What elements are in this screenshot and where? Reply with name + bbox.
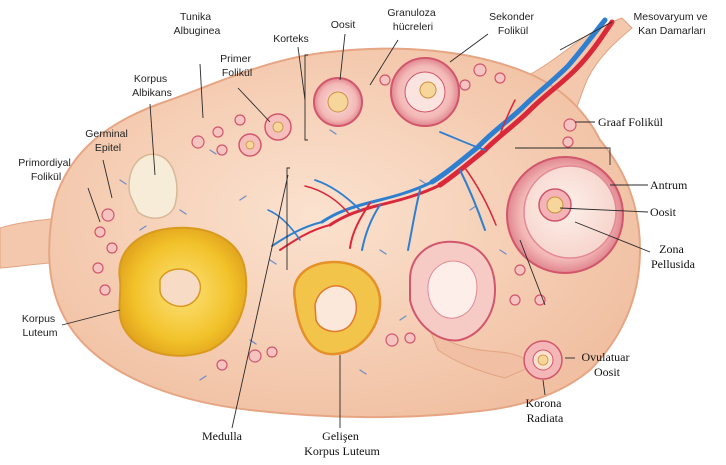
graafian-follicle: [507, 157, 623, 273]
label-primer-folikul: Primer Folikül: [220, 53, 254, 79]
label-granuloza: Granuloza hücreleri: [387, 7, 438, 33]
label-korpus-luteum: Korpus Luteum: [22, 313, 58, 339]
label-oosit-right: Oosit: [650, 205, 677, 219]
corpus-luteum: [119, 228, 246, 356]
label-korona-radiata: Korona Radiata: [526, 396, 565, 425]
label-zona-pellusida: Zona Pellusida: [651, 242, 696, 271]
label-medulla: Medulla: [202, 429, 243, 443]
ovulated-oocyte: [524, 341, 562, 379]
label-oosit-top: Oosit: [331, 19, 356, 31]
label-mesovaryum: Mesovaryum ve Kan Damarları: [633, 11, 710, 37]
label-graaf-folikul: Graaf Folikül: [598, 115, 664, 129]
label-korpus-albikans: Korpus Albikans: [132, 73, 172, 99]
secondary-follicle: [391, 58, 459, 126]
label-sekonder-folikul: Sekonder Folikül: [489, 11, 537, 37]
label-gelisen-korpus-luteum: Gelişen Korpus Luteum: [304, 429, 380, 458]
ruptured-follicle: [410, 242, 495, 341]
label-antrum: Antrum: [650, 178, 688, 192]
corpus-albicans: [129, 154, 177, 218]
label-tunika-albuginea: Tunika Albuginea: [174, 11, 221, 37]
label-korteks: Korteks: [273, 33, 309, 45]
growing-follicle: [314, 78, 362, 126]
